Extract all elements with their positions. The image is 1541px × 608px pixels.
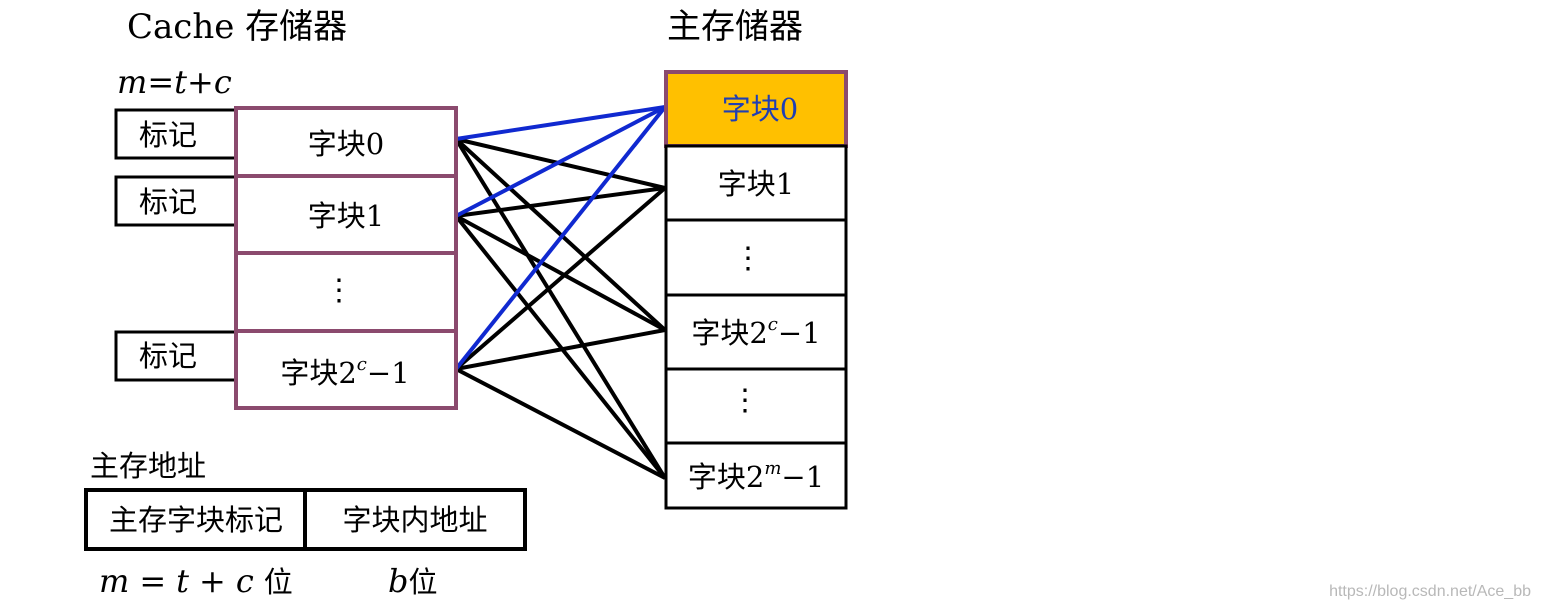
tag-box: 标记 [114,330,236,382]
cache-block-column: 字块0 字块1 ⋮ 字块2c−1 [234,106,458,410]
cache-block-label: 字块1 [308,199,384,233]
memory-block-label: 字块0 [722,92,798,126]
memory-title: 主存储器 [667,7,803,47]
cache-title: Cache 存储器 [127,7,347,47]
tag-label: 标记 [139,118,197,152]
address-format: 主存字块标记 字块内地址 [84,488,527,551]
address-field-tag: 主存字块标记 [109,503,283,537]
tag-box: 标记 [114,175,236,227]
tag-label: 标记 [139,185,197,219]
offset-bits-label: b位 [388,562,438,600]
cache-formula: m=t+c [117,63,232,101]
highlight-lines [454,105,667,371]
tag-label: 标记 [139,339,197,373]
cache-block-label: 字块0 [308,127,384,161]
memory-block-column: 字块0 字块1 ⋮ 字块2c−1 ⋮ 字块2m−1 [664,70,848,510]
memory-block-label: 字块1 [718,167,794,201]
memory-block-highlighted [664,70,848,148]
tag-box: 标记 [114,108,236,160]
address-field-offset: 字块内地址 [342,503,487,537]
address-title: 主存地址 [90,449,206,483]
cache-ellipsis: ⋮ [324,273,354,308]
memory-ellipsis: ⋮ [730,383,760,418]
memory-block-label: 字块2c−1 [691,314,820,350]
connection-lines [454,137,667,480]
memory-block-label: 字块2m−1 [688,458,824,494]
cache-block-label: 字块2c−1 [280,354,409,390]
memory-ellipsis: ⋮ [733,241,763,276]
watermark: https://blog.csdn.net/Ace_bb [1329,583,1531,600]
